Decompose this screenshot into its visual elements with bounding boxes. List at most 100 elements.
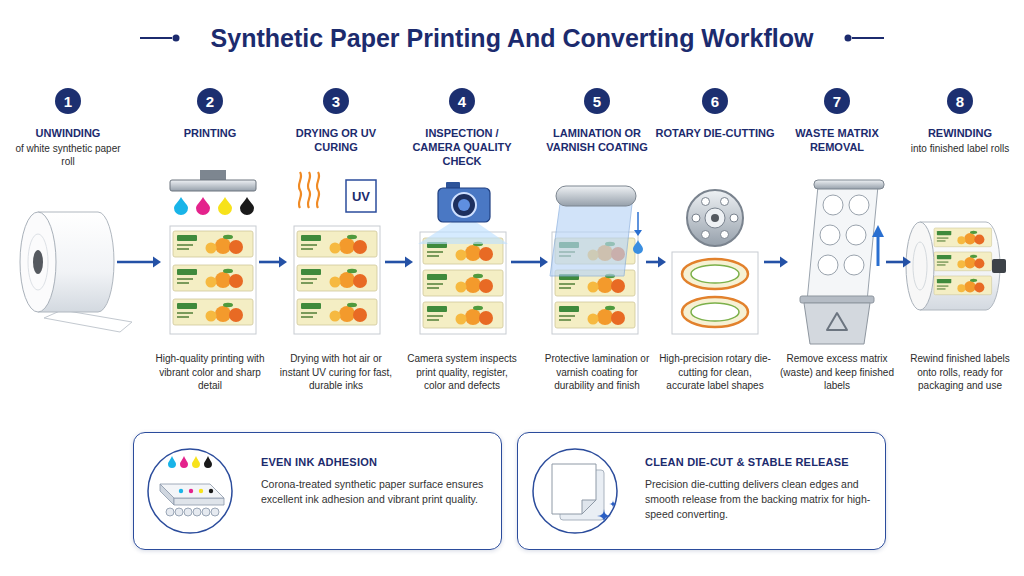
step-description: Drying with hot air or instant UV curing… <box>279 352 393 393</box>
step-heading: UNWINDING <box>6 126 130 140</box>
card-body: Precision die-cutting delivers clean edg… <box>645 477 875 522</box>
title-dot <box>173 35 180 42</box>
label-web <box>420 232 506 334</box>
flow-arrow-head <box>903 257 911 268</box>
step-heading: REWINDING <box>898 126 1022 140</box>
step-heading: PRINTING <box>148 126 272 140</box>
step-number-circle: 1 <box>55 88 81 114</box>
flow-arrow-head <box>405 257 413 268</box>
flow-arrow <box>646 257 666 268</box>
callout-number: 6 <box>711 93 719 110</box>
roll-face <box>20 212 56 312</box>
card-body: Corona-treated synthetic paper surface e… <box>261 477 491 507</box>
matrix-hole <box>849 195 869 215</box>
label-web <box>170 226 256 334</box>
callout-number: 2 <box>206 93 214 110</box>
roll-core <box>33 250 43 274</box>
ink-dot <box>179 489 183 493</box>
peeled-corner <box>582 500 596 514</box>
title-dot <box>845 35 852 42</box>
ink-dot <box>209 489 213 493</box>
step-number-circle: 7 <box>824 88 850 114</box>
ink-drop-cyan <box>174 197 188 215</box>
process-step: LAMINATION OR VARNISH COATINGProtective … <box>549 88 645 408</box>
step-number-circle: 6 <box>702 88 728 114</box>
laminating-roller <box>556 186 636 206</box>
waste-bin <box>804 303 870 344</box>
printhead-mount <box>200 170 226 180</box>
matrix-hole <box>818 255 838 275</box>
camera-lens <box>452 193 476 217</box>
removal-arrow <box>877 234 880 266</box>
printed-label <box>297 299 377 325</box>
coating-arrow-head <box>634 230 642 236</box>
matrix-hole <box>846 225 866 245</box>
process-step: ROTARY DIE-CUTTINGHigh-precision rotary … <box>667 88 763 408</box>
flow-arrow-line <box>511 261 541 264</box>
uv-lamp <box>346 180 376 212</box>
process-step: WASTE MATRIX REMOVALRemove excess matrix… <box>789 88 885 408</box>
printed-label <box>423 302 503 328</box>
ink-dot <box>189 489 193 493</box>
paper-sheet <box>44 310 132 332</box>
matrix-hole <box>823 195 843 215</box>
step-number-circle: 8 <box>947 88 973 114</box>
flow-arrow-head <box>540 257 548 268</box>
camera-body <box>438 188 490 222</box>
roll-label <box>934 228 992 247</box>
printhead <box>170 180 256 191</box>
die-cylinder <box>687 190 743 246</box>
ink-drop-cyan <box>168 456 176 468</box>
die-hub <box>705 208 725 228</box>
process-step: UNWINDINGof white synthetic paper roll1 <box>20 88 116 408</box>
card-heading: EVEN INK ADHESION <box>261 455 497 469</box>
flow-arrow-line <box>646 261 659 264</box>
die-hole <box>702 231 710 239</box>
flow-arrow-head <box>658 257 666 268</box>
roll-ring <box>913 242 927 290</box>
step-description: Protective lamination or varnish coating… <box>540 352 654 393</box>
heat-wave <box>299 172 301 208</box>
surface-front <box>174 498 224 505</box>
ink-drop-yellow <box>218 197 232 215</box>
ink-drop-black <box>240 197 254 215</box>
cut-label-inner <box>691 265 739 283</box>
step-heading: LAMINATION OR VARNISH COATING <box>535 126 659 154</box>
die-hole <box>730 214 738 222</box>
die-cut-label <box>552 464 596 514</box>
step-heading: WASTE MATRIX REMOVAL <box>775 126 899 154</box>
flow-arrow-line <box>259 261 280 264</box>
printed-label <box>173 231 253 257</box>
callout-number: 8 <box>956 93 964 110</box>
matrix-roller <box>814 180 884 189</box>
flow-arrow <box>886 257 911 268</box>
coating-arrow <box>637 212 639 232</box>
title-rule <box>852 37 884 39</box>
surface-bead <box>211 508 219 516</box>
roll-spindle <box>992 259 1006 273</box>
roll-ring <box>28 234 48 290</box>
camera-light <box>418 222 508 244</box>
step-heading: INSPECTION / CAMERA QUALITY CHECK <box>400 126 524 168</box>
callout-number: 5 <box>593 93 601 110</box>
bin-rim <box>800 296 874 303</box>
flow-arrow <box>117 257 161 268</box>
feature-card: CLEAN DIE-CUT & STABLE RELEASEPrecision … <box>517 432 886 550</box>
recycle-symbol <box>827 313 847 330</box>
ink-drop-black <box>204 456 212 468</box>
icon-circle <box>148 449 232 533</box>
printed-label <box>555 302 635 328</box>
camera-lens-glass <box>458 199 470 211</box>
printed-label <box>173 265 253 291</box>
step-subheading: of white synthetic paper roll <box>10 142 126 168</box>
icon-circle <box>533 449 617 533</box>
process-step: REWINDINGinto finished label rollsRewind… <box>912 88 1008 408</box>
printed-label <box>297 231 377 257</box>
flow-arrow-head <box>153 257 161 268</box>
surface-bead <box>166 508 174 516</box>
flow-arrow <box>511 257 548 268</box>
process-step: INSPECTION / CAMERA QUALITY CHECKCamera … <box>414 88 510 408</box>
ink-drop-yellow <box>192 456 200 468</box>
